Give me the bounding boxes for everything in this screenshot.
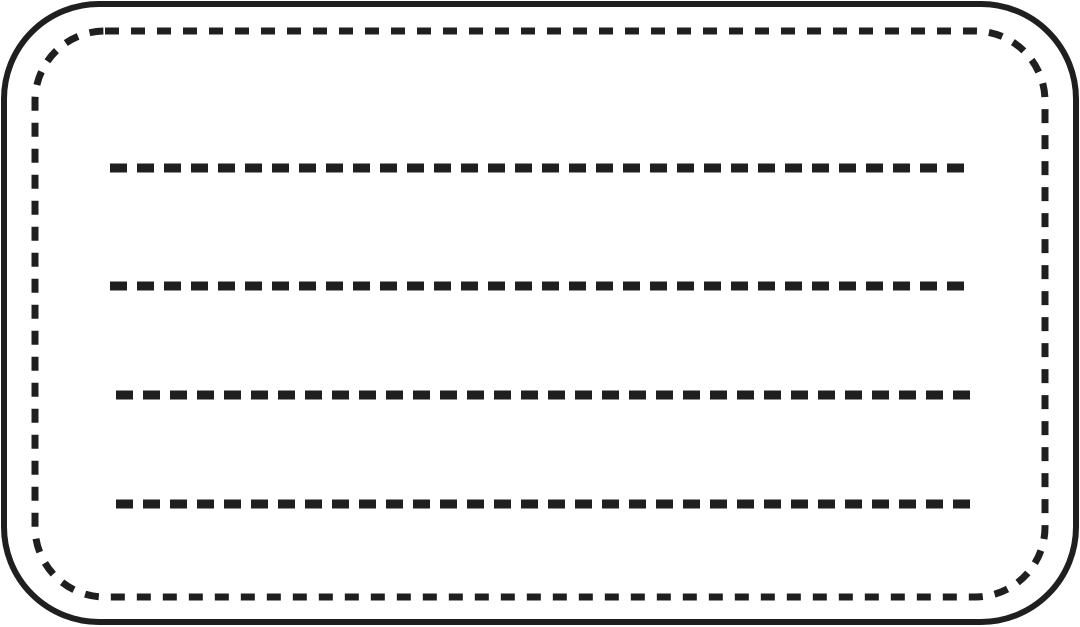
inner-dashed-border xyxy=(31,27,1049,601)
